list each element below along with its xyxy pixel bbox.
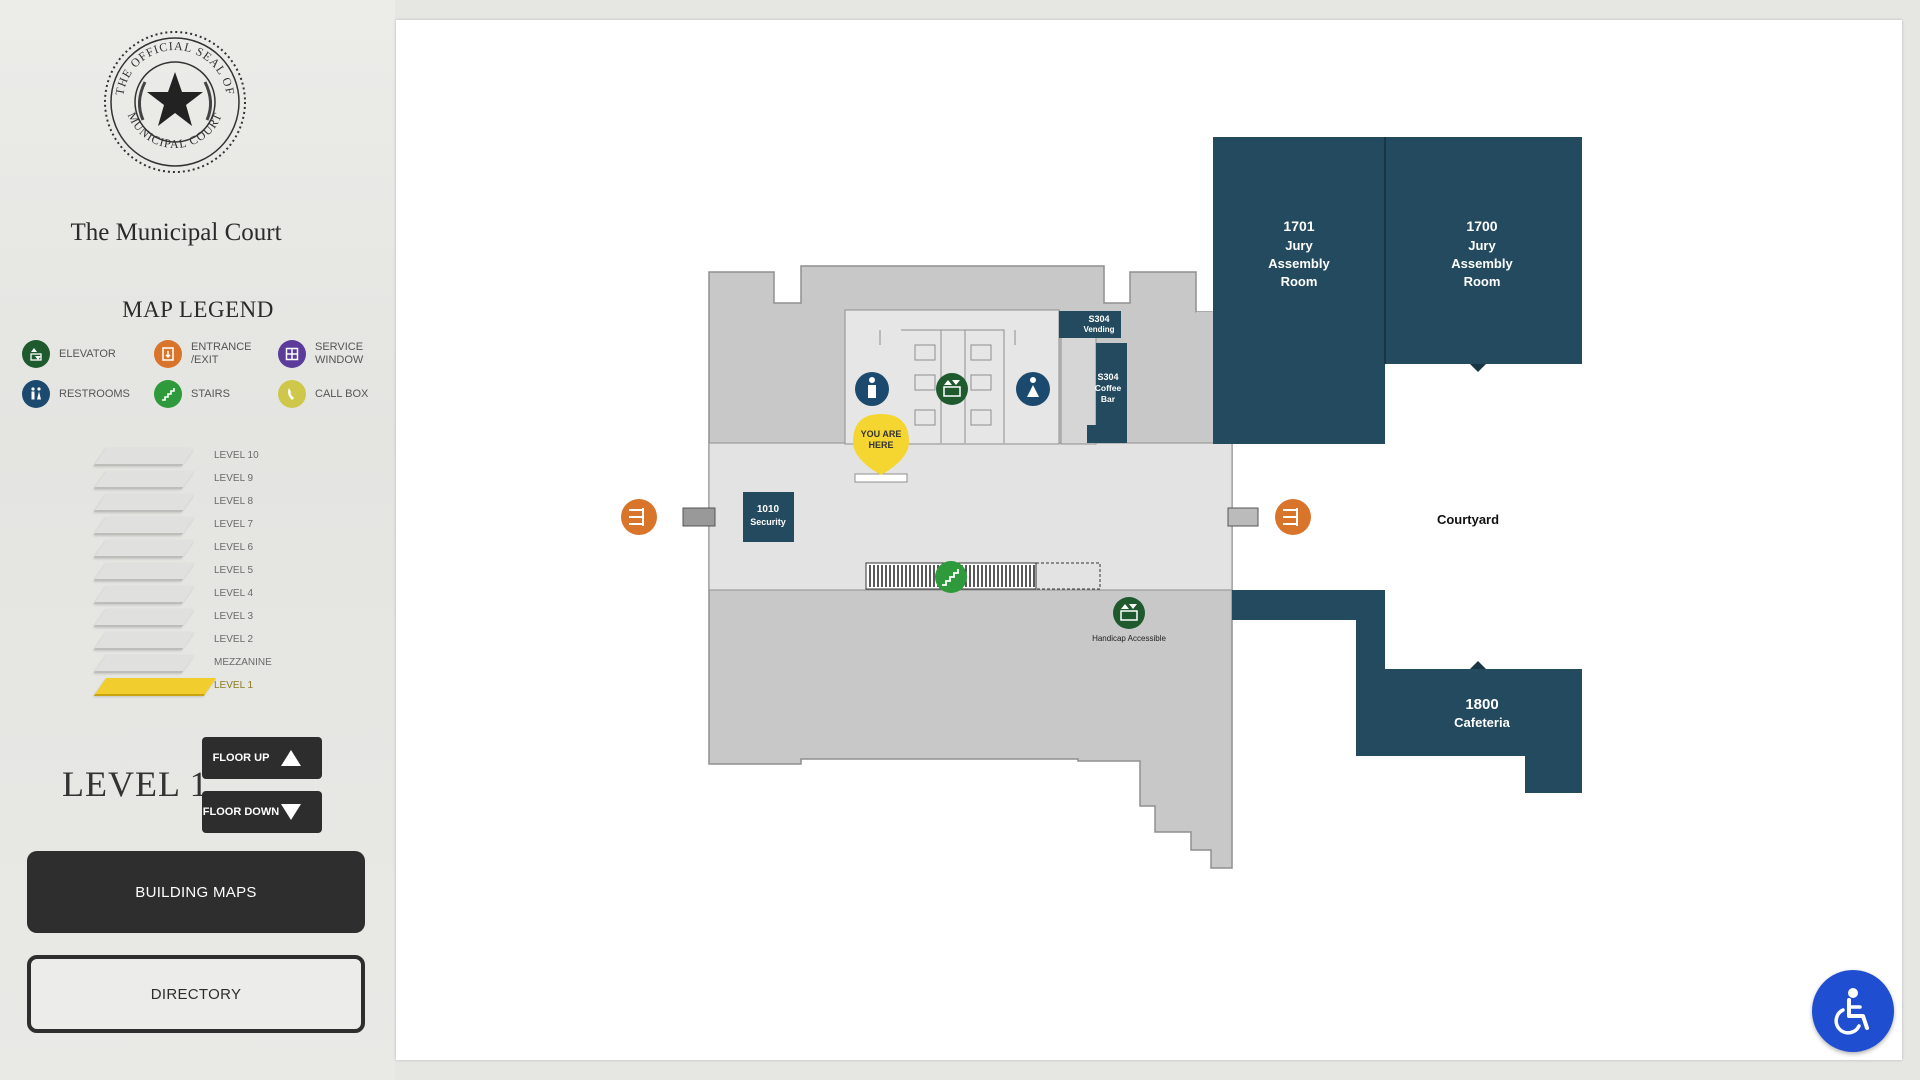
legend-elevator: ELEVATOR bbox=[22, 340, 116, 368]
floor-up-button[interactable]: FLOOR UP bbox=[202, 737, 322, 779]
accessibility-button[interactable] bbox=[1812, 970, 1894, 1052]
level-stack: LEVEL 10 LEVEL 9 LEVEL 8 LEVEL 7 LEVEL 6… bbox=[93, 440, 296, 710]
sidebar: THE OFFICIAL SEAL OF MUNICIPAL COURT The… bbox=[0, 0, 395, 1080]
level-label[interactable]: LEVEL 2 bbox=[214, 634, 254, 645]
level-label[interactable]: LEVEL 3 bbox=[214, 611, 254, 622]
restroom-icon bbox=[22, 380, 50, 408]
elevator-icon[interactable] bbox=[936, 373, 968, 405]
triangle-down-icon bbox=[281, 804, 301, 820]
courtyard-label: Courtyard bbox=[1437, 512, 1499, 527]
room-1700-number: 1700 bbox=[1466, 218, 1497, 234]
wheelchair-icon bbox=[1834, 988, 1869, 1035]
east-door bbox=[1227, 507, 1259, 527]
label-line: Assembly bbox=[1451, 256, 1513, 271]
legend-restrooms: RESTROOMS bbox=[22, 380, 130, 408]
current-level: LEVEL 1 bbox=[62, 764, 209, 804]
handicap-accessible-label: Handicap Accessible bbox=[1092, 634, 1166, 643]
you-are-here-line-2: HERE bbox=[868, 440, 893, 450]
room-1800 bbox=[1232, 590, 1582, 793]
level-label-active[interactable]: LEVEL 1 bbox=[214, 680, 254, 691]
entrance-exit-icon bbox=[154, 340, 182, 368]
service-window-icon bbox=[278, 340, 306, 368]
room-1010-name: Security bbox=[750, 517, 786, 527]
west-door bbox=[682, 507, 716, 527]
level-label[interactable]: LEVEL 6 bbox=[214, 542, 254, 553]
room-vending-number: S304 bbox=[1088, 314, 1109, 324]
legend-call-box: CALL BOX bbox=[278, 380, 368, 408]
stairs-icon[interactable] bbox=[935, 561, 967, 593]
you-are-here-marker: YOU ARE HERE bbox=[853, 414, 909, 475]
level-label[interactable]: LEVEL 10 bbox=[214, 450, 259, 461]
room-1700 bbox=[1385, 137, 1582, 364]
legend-entrance-exit: ENTRANCE /EXIT bbox=[154, 340, 261, 368]
room-s304-coffee bbox=[1087, 343, 1127, 443]
room-vending-name: Vending bbox=[1083, 325, 1114, 334]
room-1010 bbox=[743, 492, 794, 542]
floor-down-button[interactable]: FLOOR DOWN bbox=[202, 791, 322, 833]
legend-title: MAP LEGEND bbox=[122, 297, 274, 322]
legend-stairs: STAIRS bbox=[154, 380, 230, 408]
label-line: Assembly bbox=[1268, 256, 1330, 271]
room-1010-number: 1010 bbox=[757, 504, 780, 515]
entrance-exit-west-icon[interactable] bbox=[621, 499, 657, 535]
room-1701-number: 1701 bbox=[1283, 218, 1314, 234]
room-1701 bbox=[1213, 137, 1385, 444]
level-label[interactable]: LEVEL 5 bbox=[214, 565, 254, 576]
label-line: Jury bbox=[1285, 238, 1313, 253]
level-label[interactable]: LEVEL 9 bbox=[214, 473, 254, 484]
room-1800-number: 1800 bbox=[1465, 696, 1498, 713]
app-title: The Municipal Court bbox=[70, 219, 282, 246]
room-s304-vending bbox=[1059, 311, 1121, 338]
label-line: Jury bbox=[1468, 238, 1496, 253]
stairs-icon bbox=[154, 380, 182, 408]
label-line: Bar bbox=[1101, 394, 1116, 404]
building-maps-button[interactable]: BUILDING MAPS bbox=[27, 851, 365, 933]
level-label[interactable]: MEZZANINE bbox=[214, 657, 272, 668]
restroom-women-icon[interactable] bbox=[1016, 372, 1050, 406]
legend-service-window: SERVICE WINDOW bbox=[278, 340, 375, 368]
you-are-here-line-1: YOU ARE bbox=[861, 429, 902, 439]
label-line: Room bbox=[1281, 274, 1318, 289]
elevator-accessible-icon[interactable] bbox=[1113, 597, 1145, 629]
triangle-up-icon bbox=[281, 750, 301, 766]
label-line: Room bbox=[1464, 274, 1501, 289]
room-1800-name: Cafeteria bbox=[1454, 715, 1510, 730]
restroom-men-icon[interactable] bbox=[855, 372, 889, 406]
room-coffee-number: S304 bbox=[1097, 372, 1118, 382]
entrance-exit-east-icon[interactable] bbox=[1275, 499, 1311, 535]
level-label[interactable]: LEVEL 8 bbox=[214, 496, 254, 507]
directory-button[interactable]: DIRECTORY bbox=[27, 955, 365, 1033]
court-seal-logo: THE OFFICIAL SEAL OF MUNICIPAL COURT bbox=[104, 31, 246, 173]
label-line: Coffee bbox=[1095, 383, 1122, 393]
level-label[interactable]: LEVEL 7 bbox=[214, 519, 254, 530]
elevator-icon bbox=[22, 340, 50, 368]
level-label[interactable]: LEVEL 4 bbox=[214, 588, 254, 599]
phone-icon bbox=[278, 380, 306, 408]
